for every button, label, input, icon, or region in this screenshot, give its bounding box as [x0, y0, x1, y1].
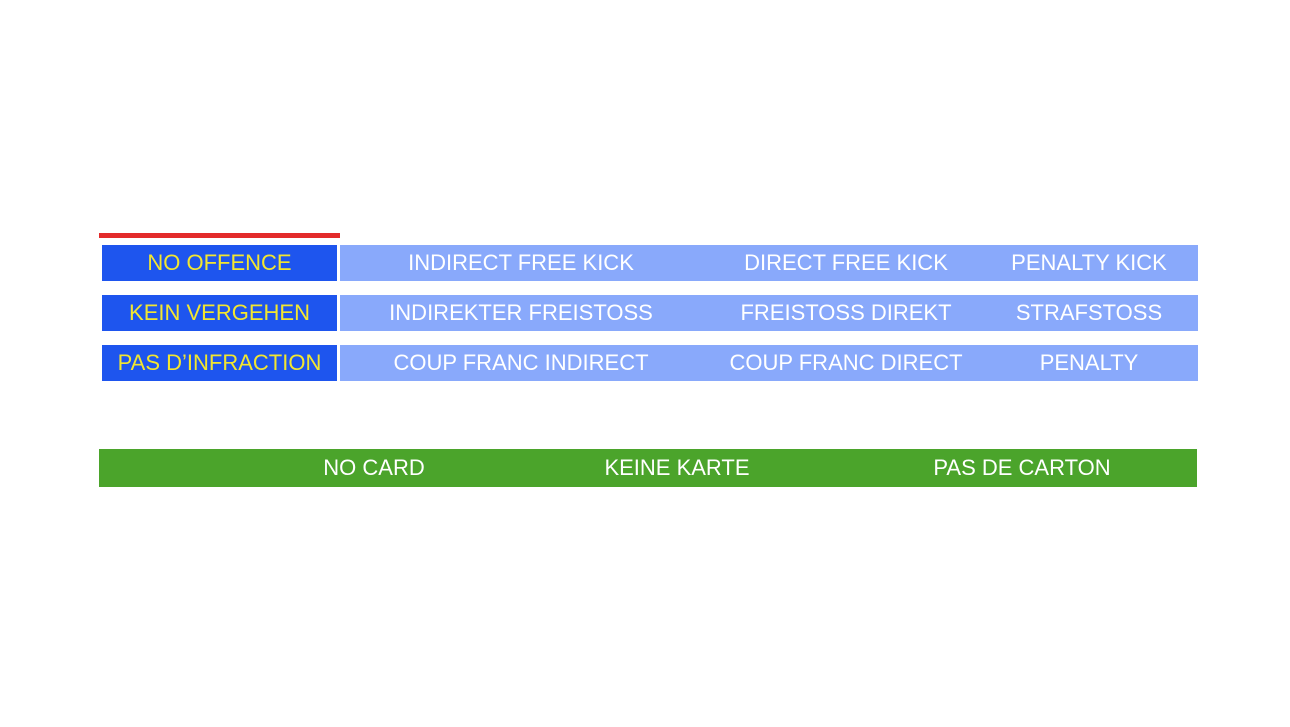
penalty-kick-label: STRAFSTOSS: [1015, 300, 1163, 325]
no-card-label-french: PAS DE CARTON: [933, 455, 1111, 480]
penalty-kick-label: PENALTY KICK: [1011, 250, 1167, 275]
no-card-label-english: NO CARD: [323, 455, 425, 480]
selected-column-marker: [99, 233, 340, 238]
sanction-row-french: PAS D’INFRACTION COUP FRANC INDIRECT COU…: [102, 345, 1198, 381]
penalty-kick-label: PENALTY: [1039, 350, 1139, 375]
indirect-free-kick-label: INDIREKTER FREISTOSS: [389, 300, 653, 325]
indirect-free-kick-label: COUP FRANC INDIRECT: [393, 350, 649, 375]
direct-free-kick-label: COUP FRANC DIRECT: [729, 350, 963, 375]
no-card-label-german: KEINE KARTE: [604, 455, 750, 480]
indirect-free-kick-label: INDIRECT FREE KICK: [408, 250, 634, 275]
sanction-options: COUP FRANC INDIRECT COUP FRANC DIRECT PE…: [340, 345, 1198, 381]
no-offence-label: KEIN VERGEHEN: [102, 295, 337, 331]
cell-divider: [337, 245, 340, 281]
no-card-bar: NO CARD KEINE KARTE PAS DE CARTON: [99, 449, 1197, 487]
sanction-row-german: KEIN VERGEHEN INDIREKTER FREISTOSS FREIS…: [102, 295, 1198, 331]
sanction-options: INDIREKTER FREISTOSS FREISTOSS DIREKT ST…: [340, 295, 1198, 331]
direct-free-kick-label: FREISTOSS DIREKT: [740, 300, 952, 325]
no-offence-label: NO OFFENCE: [102, 245, 337, 281]
sanction-options: INDIRECT FREE KICK DIRECT FREE KICK PENA…: [340, 245, 1198, 281]
cell-divider: [337, 345, 340, 381]
sanction-row-english: NO OFFENCE INDIRECT FREE KICK DIRECT FRE…: [102, 245, 1198, 281]
direct-free-kick-label: DIRECT FREE KICK: [744, 250, 948, 275]
cell-divider: [337, 295, 340, 331]
no-offence-label: PAS D’INFRACTION: [102, 345, 337, 381]
